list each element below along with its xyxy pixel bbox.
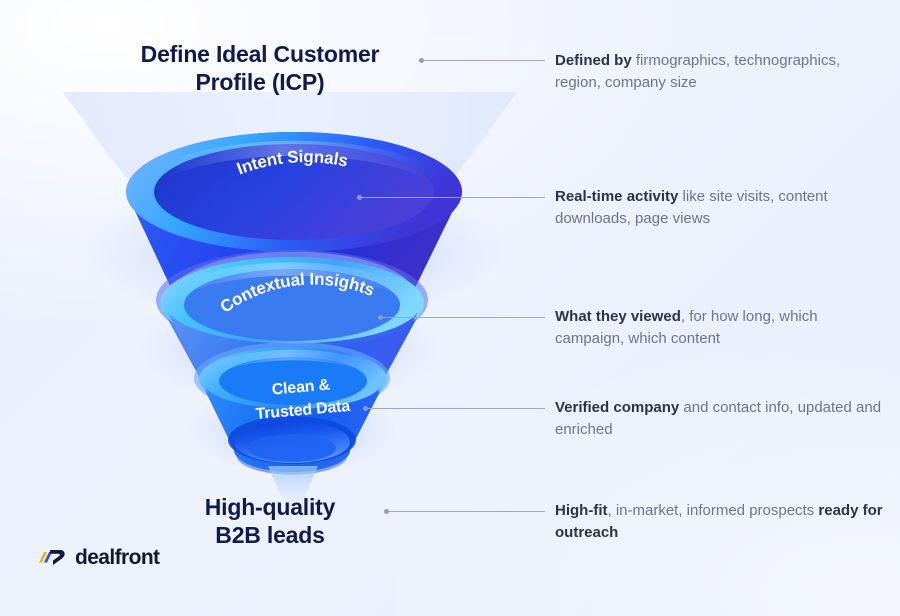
connector-dot bbox=[363, 406, 368, 411]
description-b2b-leads: High-fit, in-market, informed prospects … bbox=[555, 500, 885, 544]
description-icp: Defined by firmographics, technographics… bbox=[555, 50, 885, 94]
stage-label-text-line-1: Clean & bbox=[271, 376, 331, 398]
connector-icp bbox=[419, 56, 545, 65]
connector-line bbox=[389, 511, 545, 512]
page-title-b2b-leads: High-quality B2B leads bbox=[165, 493, 375, 549]
connector-line bbox=[424, 60, 545, 61]
b2b-title-line-2: B2B leads bbox=[215, 522, 325, 549]
funnel-ring-intent-signals[interactable] bbox=[126, 132, 462, 300]
description-lead: High-fit bbox=[555, 502, 608, 519]
description-contextual-insights: What they viewed, for how long, which ca… bbox=[555, 306, 885, 350]
description-lead: Defined by bbox=[555, 52, 632, 69]
output-beam bbox=[268, 466, 318, 512]
dealfront-logo[interactable]: dealfront bbox=[38, 545, 160, 569]
description-lead: What they viewed bbox=[555, 308, 681, 325]
connector-clean-trusted-data bbox=[363, 404, 545, 413]
connector-line bbox=[383, 317, 545, 318]
connector-dot bbox=[419, 58, 424, 63]
description-rest: , in-market, informed prospects bbox=[607, 502, 819, 519]
connector-line bbox=[368, 408, 545, 409]
description-rest: , for how long, which campaign, which co… bbox=[555, 308, 818, 347]
stage-label-clean-trusted-data: Clean & Trusted Data bbox=[255, 376, 351, 423]
connector-dot bbox=[384, 509, 389, 514]
funnel-ring-clean-trusted-data[interactable] bbox=[194, 342, 390, 475]
description-rest: like site visits, content downloads, pag… bbox=[555, 188, 828, 227]
connector-dot bbox=[357, 195, 362, 200]
description-tail: ready for outreach bbox=[555, 502, 883, 541]
description-rest: firmographics, technographics, region, c… bbox=[555, 52, 841, 91]
connector-intent-signals bbox=[357, 193, 545, 202]
icp-title-line-2: Profile (ICP) bbox=[195, 69, 325, 96]
b2b-title-line-1: High-quality bbox=[204, 494, 336, 520]
stage-label-text-line-2: Trusted Data bbox=[255, 398, 351, 423]
description-lead: Real-time activity bbox=[555, 188, 679, 205]
description-clean-trusted-data: Verified company and contact info, updat… bbox=[555, 397, 885, 441]
connector-line bbox=[362, 197, 545, 198]
stage-label-contextual-insights: Contextual Insights bbox=[217, 270, 378, 317]
dealfront-mark-icon bbox=[39, 550, 65, 565]
description-rest: and contact info, updated and enriched bbox=[555, 399, 882, 438]
page-title-icp: Define Ideal Customer Profile (ICP) bbox=[110, 40, 410, 96]
description-lead: Verified company bbox=[555, 399, 680, 416]
connector-dot bbox=[378, 315, 383, 320]
description-intent-signals: Real-time activity like site visits, con… bbox=[555, 186, 885, 230]
connector-contextual-insights bbox=[378, 313, 545, 322]
dealfront-wordmark: dealfront bbox=[75, 545, 160, 569]
icp-title-line-1: Define Ideal Customer bbox=[140, 41, 380, 67]
connector-b2b-leads bbox=[384, 507, 545, 516]
